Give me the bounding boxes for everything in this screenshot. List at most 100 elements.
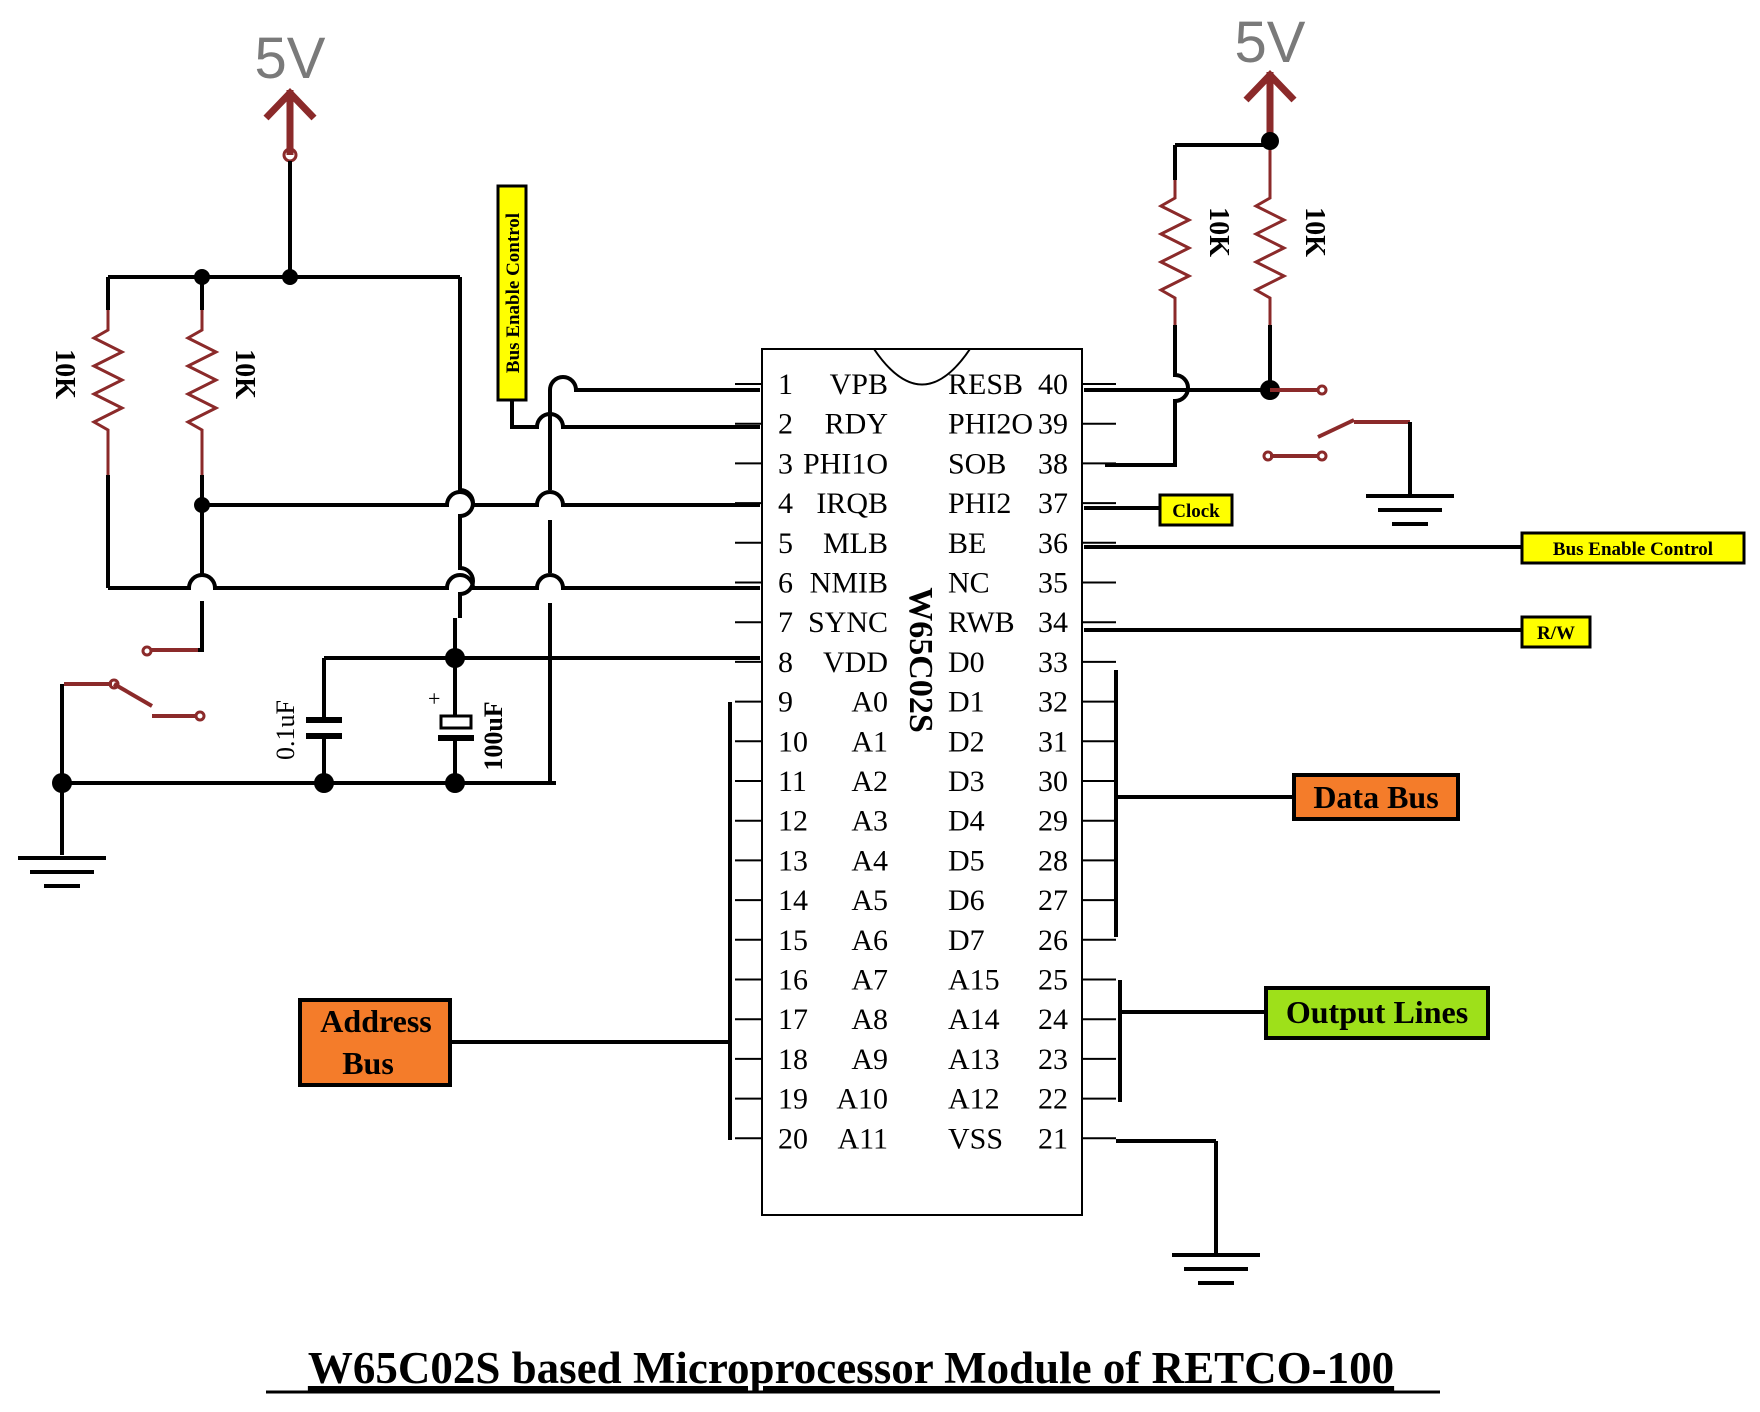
tag-clock: Clock <box>1158 493 1234 527</box>
left-ground-rail <box>18 773 556 888</box>
pin-name: NMIB <box>810 567 888 600</box>
pin-number: 5 <box>778 527 793 560</box>
resistor-r4: 10K <box>1252 175 1330 400</box>
pin-number: 36 <box>1038 527 1068 560</box>
pin-number: 21 <box>1038 1122 1068 1155</box>
pin-name: A2 <box>851 765 888 798</box>
right-5v-supply: 5V <box>1173 10 1306 180</box>
wire-irqb <box>202 490 760 507</box>
pin-name: A4 <box>851 844 888 877</box>
left-pin: 11 A2 <box>735 765 888 798</box>
capacitor-c1: 0.1uF <box>271 700 342 783</box>
pin-number: 22 <box>1038 1083 1068 1116</box>
pin-number: 11 <box>778 765 807 798</box>
pin-name: A1 <box>851 725 888 758</box>
vss-ground <box>1116 1139 1260 1285</box>
pin-number: 6 <box>778 567 793 600</box>
ic-notch <box>873 348 971 386</box>
right-pin: VSS 21 <box>948 1122 1116 1155</box>
pin-name: PHI2 <box>948 487 1011 520</box>
pin-name: IRQB <box>816 487 888 520</box>
tag-data-bus: Data Bus <box>1292 773 1460 821</box>
r3-value: 10K <box>1203 207 1234 257</box>
left-top-rail <box>106 269 475 660</box>
pin-number: 4 <box>778 487 793 520</box>
tag-rw: R/W <box>1520 615 1592 649</box>
rw-label: R/W <box>1537 623 1575 644</box>
pin-number: 31 <box>1038 725 1068 758</box>
pin-number: 20 <box>778 1122 808 1155</box>
pin-number: 18 <box>778 1043 808 1076</box>
tag-output-lines: Output Lines <box>1264 986 1490 1040</box>
data-bus-label: Data Bus <box>1313 779 1438 815</box>
address-bus-label-line1: Address <box>320 1003 431 1039</box>
resistor-r2: 10K <box>184 310 260 513</box>
pin-number: 28 <box>1038 844 1068 877</box>
pin-number: 2 <box>778 408 793 441</box>
right-pin: PHI2 37 <box>948 487 1116 520</box>
pin-name: A11 <box>837 1122 888 1155</box>
pin-number: 33 <box>1038 646 1068 679</box>
left-5v-supply: 5V <box>255 26 326 285</box>
c1-value: 0.1uF <box>271 700 300 760</box>
pin-number: 23 <box>1038 1043 1068 1076</box>
pin-name: PHI1O <box>803 447 888 480</box>
pin-number: 29 <box>1038 805 1068 838</box>
wire-rdy <box>510 400 760 429</box>
pin-number: 37 <box>1038 487 1068 520</box>
pin-number: 19 <box>778 1083 808 1116</box>
pin-name: RWB <box>948 606 1015 639</box>
output-lines-label: Output Lines <box>1286 994 1468 1030</box>
data-bus-trunk <box>1114 670 1294 937</box>
pin-name: A13 <box>948 1043 1000 1076</box>
pin-name: A8 <box>851 1003 888 1036</box>
pin-name: D7 <box>948 924 985 957</box>
pin-name: D6 <box>948 884 985 917</box>
right-5v-label: 5V <box>1235 10 1306 75</box>
pin-number: 24 <box>1038 1003 1068 1036</box>
c2-value: 100uF <box>479 701 508 770</box>
right-pin: A13 23 <box>948 1043 1116 1076</box>
pin-name: VSS <box>948 1122 1003 1155</box>
right-pin: RWB 34 <box>948 606 1116 639</box>
reset-switch-right <box>1262 384 1454 526</box>
diagram-title: W65C02S based Microprocessor Module of R… <box>308 1343 1394 1393</box>
pin-number: 12 <box>778 805 808 838</box>
left-5v-label: 5V <box>255 26 326 91</box>
pin-name: A7 <box>851 964 888 997</box>
pin-number: 34 <box>1038 606 1068 639</box>
pin-name: VDD <box>823 646 888 679</box>
pin-name: BE <box>948 527 986 560</box>
ground-symbol-left <box>18 856 106 888</box>
pin-name: PHI2O <box>948 408 1033 441</box>
pin-number: 1 <box>778 368 793 401</box>
pin-name: A9 <box>851 1043 888 1076</box>
pin-number: 14 <box>778 884 808 917</box>
clock-label: Clock <box>1172 501 1220 522</box>
resistor-r3: 10K <box>1105 180 1234 467</box>
